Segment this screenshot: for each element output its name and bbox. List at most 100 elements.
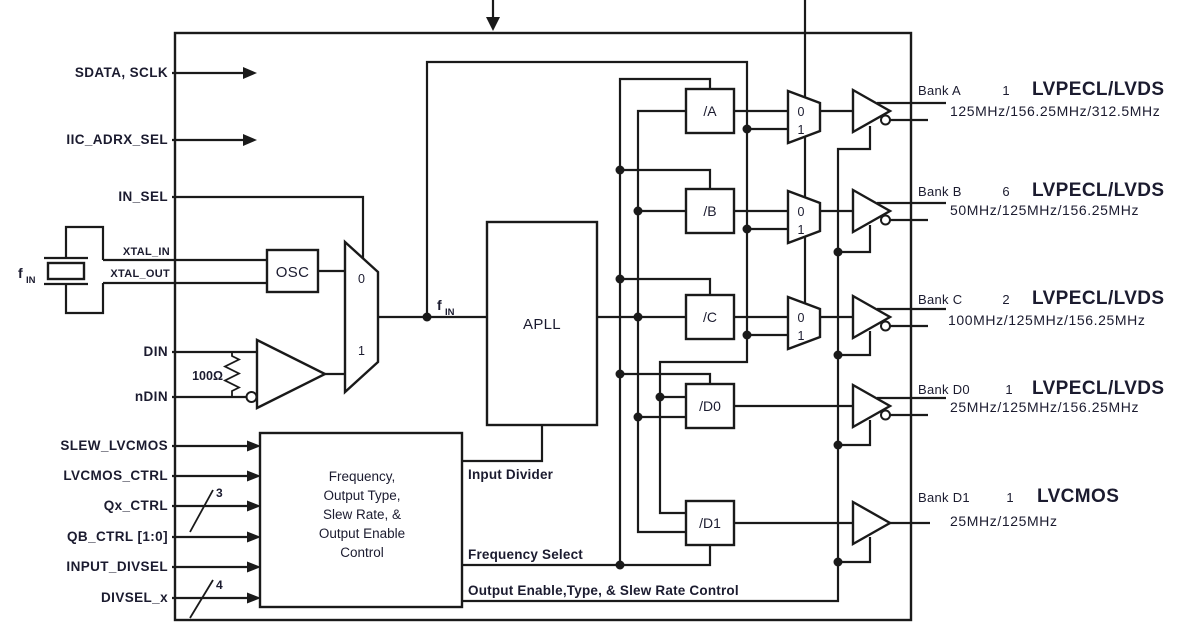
- output-buffer-a: [851, 87, 893, 135]
- bank-c-name: Bank C: [918, 292, 962, 307]
- bank-a-count: 1: [1002, 83, 1009, 98]
- label-fin-net: f: [437, 297, 442, 313]
- wire-mux-to-buffer: [820, 109, 853, 319]
- svg-text:1: 1: [798, 329, 805, 343]
- output-buffer-d1: [851, 499, 893, 547]
- output-buffer-b: [851, 187, 893, 235]
- label-resistor: 100Ω: [192, 369, 223, 383]
- osc-block: [265, 248, 320, 294]
- apll-block: [485, 220, 599, 427]
- bank-d1-labels: Bank D1 1 LVCMOS 25MHz/125MHz: [918, 486, 1119, 529]
- label-input-divsel: INPUT_DIVSEL: [66, 559, 168, 574]
- wire-enable-stubs: [838, 225, 872, 564]
- crystal-body: [46, 261, 86, 281]
- control-block-text: Frequency, Output Type, Slew Rate, & Out…: [319, 469, 405, 560]
- bank-d0-freqs: 25MHz/125MHz/156.25MHz: [950, 399, 1139, 415]
- bank-c-labels: Bank C 2 LVPECL/LVDS 100MHz/125MHz/156.2…: [918, 288, 1164, 328]
- wire-divider-outputs: [734, 109, 853, 525]
- wire-frequency-select: [462, 545, 712, 567]
- label-sdata-sclk: SDATA, SCLK: [75, 65, 168, 80]
- bank-b-freqs: 50MHz/125MHz/156.25MHz: [950, 202, 1139, 218]
- label-fin-source: f: [18, 265, 23, 281]
- buffer-a-inversion-bubble: [880, 114, 891, 126]
- label-fin-source-sub: IN: [26, 275, 36, 286]
- label-input-divider: Input Divider: [468, 467, 554, 482]
- svg-text:0: 0: [798, 105, 805, 119]
- divider-d0-block: [684, 382, 736, 430]
- arrowhead-sdata: [243, 67, 257, 79]
- label-bus-width-3: 3: [216, 486, 223, 500]
- svg-text:Control: Control: [340, 545, 384, 560]
- arrowhead-iic: [243, 134, 257, 146]
- wire-input-divider: [462, 425, 544, 463]
- label-osc: OSC: [276, 264, 309, 281]
- bank-d1-name: Bank D1: [918, 490, 970, 505]
- bank-d0-labels: Bank D0 1 LVPECL/LVDS 25MHz/125MHz/156.2…: [918, 378, 1164, 415]
- buffer-d0-inversion-bubble: [880, 409, 891, 421]
- output-mux-a: [786, 89, 822, 145]
- label-din: DIN: [144, 344, 168, 359]
- label-divsel-x: DIVSEL_x: [101, 590, 168, 605]
- bank-c-count: 2: [1002, 292, 1009, 307]
- svg-text:Frequency,: Frequency,: [329, 469, 396, 484]
- label-divider-c: /C: [703, 309, 717, 325]
- label-lvcmos-ctrl: LVCMOS_CTRL: [63, 468, 168, 483]
- buffer-b-inversion-bubble: [880, 214, 891, 226]
- control-input-wires: [172, 440, 261, 604]
- bank-d1-freqs: 25MHz/125MHz: [950, 513, 1058, 529]
- svg-text:1: 1: [798, 123, 805, 137]
- bank-a-type: LVPECL/LVDS: [1032, 79, 1164, 100]
- svg-text:1: 1: [798, 223, 805, 237]
- divider-a-block: [684, 87, 736, 135]
- divider-d1-block: [684, 499, 736, 547]
- wire-fin-bypass-bus: [425, 60, 749, 515]
- label-divider-d1: /D1: [699, 515, 721, 531]
- bank-a-labels: Bank A 1 LVPECL/LVDS 125MHz/156.25MHz/31…: [918, 79, 1164, 119]
- label-xtal-out: XTAL_OUT: [110, 268, 170, 280]
- wire-apll-distribution-bus: [636, 109, 686, 534]
- svg-text:Slew Rate, &: Slew Rate, &: [323, 507, 401, 522]
- label-qb-ctrl: QB_CTRL [1:0]: [67, 529, 168, 544]
- bank-a-freqs: 125MHz/156.25MHz/312.5MHz: [950, 103, 1160, 119]
- label-in-sel: IN_SEL: [118, 189, 168, 204]
- label-input-mux-1: 1: [358, 344, 365, 358]
- termination-resistor: [222, 352, 242, 397]
- label-divider-d0: /D0: [699, 398, 721, 414]
- output-mux-c: [786, 295, 822, 351]
- wire-in-sel: [172, 195, 365, 258]
- svg-text:0: 0: [798, 205, 805, 219]
- bank-b-labels: Bank B 6 LVPECL/LVDS 50MHz/125MHz/156.25…: [918, 180, 1164, 218]
- bank-b-type: LVPECL/LVDS: [1032, 180, 1164, 201]
- label-input-mux-0: 0: [358, 272, 365, 286]
- label-divider-b: /B: [703, 203, 716, 219]
- arrowhead-top-input: [486, 17, 500, 31]
- bank-d0-name: Bank D0: [918, 382, 970, 397]
- bank-d0-count: 1: [1005, 382, 1012, 397]
- buffer-c-inversion-bubble: [880, 320, 891, 332]
- label-apll: APLL: [523, 316, 561, 333]
- junction-dots: [422, 124, 843, 570]
- label-slew-lvcmos: SLEW_LVCMOS: [60, 438, 168, 453]
- label-xtal-in: XTAL_IN: [123, 246, 170, 258]
- input-select-mux: [343, 239, 380, 395]
- crystal-loop-wires: [64, 225, 105, 315]
- wire-frequency-select-bus: [618, 77, 712, 565]
- label-iic-adrx-sel: IIC_ADRX_SEL: [66, 132, 168, 147]
- wire-bank-outputs: [877, 101, 946, 525]
- label-fin-net-sub: IN: [445, 307, 455, 318]
- output-buffer-c: [851, 293, 893, 341]
- svg-text:Output Enable: Output Enable: [319, 526, 405, 541]
- diff-input-buffer: [255, 338, 328, 410]
- ndin-inversion-bubble: [245, 391, 258, 403]
- bank-b-count: 6: [1002, 184, 1009, 199]
- crystal-symbol: [44, 225, 105, 315]
- label-output-enable: Output Enable,Type, & Slew Rate Control: [468, 583, 739, 598]
- wire-output-enable-bus: [462, 126, 872, 603]
- output-buffer-d0: [851, 382, 893, 430]
- svg-text:0: 0: [798, 311, 805, 325]
- output-mux-b: [786, 189, 822, 245]
- bank-d1-type: LVCMOS: [1037, 486, 1119, 507]
- bank-b-name: Bank B: [918, 184, 962, 199]
